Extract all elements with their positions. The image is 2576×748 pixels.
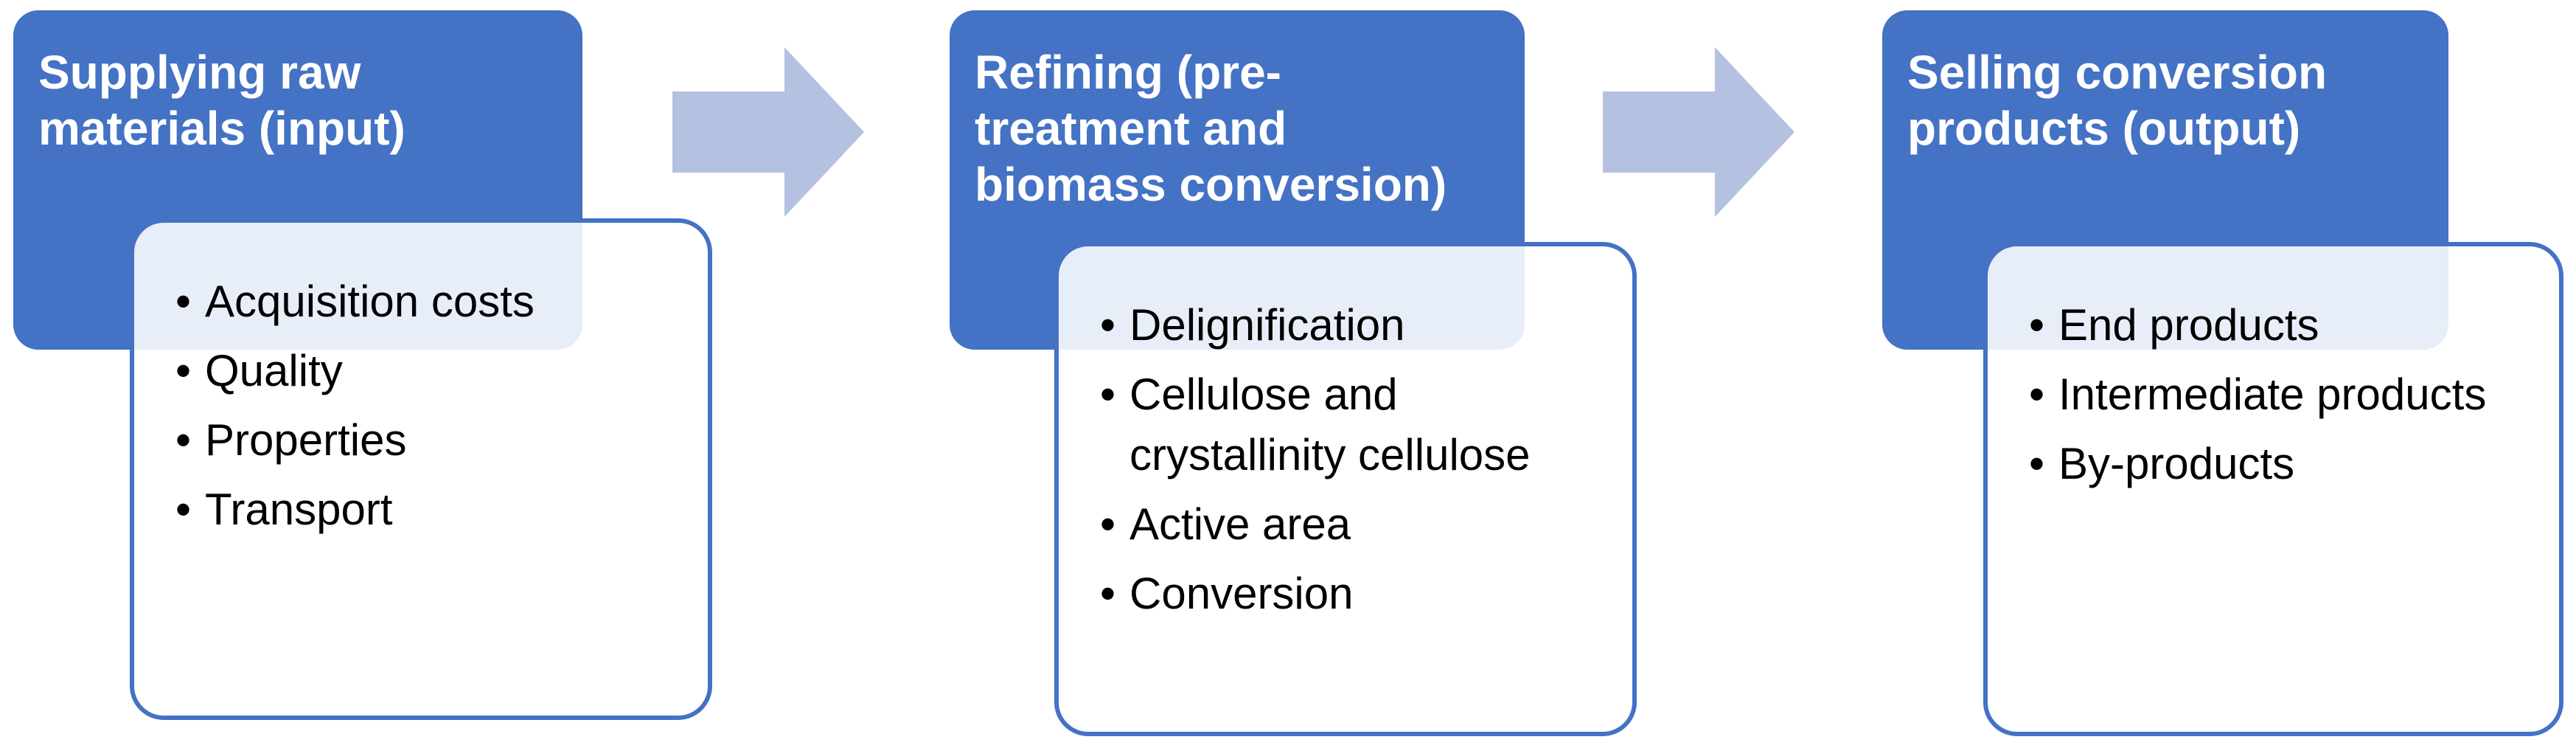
list-item: • Intermediate products xyxy=(2029,360,2537,429)
stage-input-item-list: •Acquisition costs •Quality •Properties … xyxy=(175,267,686,544)
list-item-text: Acquisition costs xyxy=(205,277,535,326)
right-arrow-icon xyxy=(672,47,864,217)
list-item: • By-products xyxy=(2029,429,2537,499)
bullet-icon: • xyxy=(1100,370,1116,419)
stage-refining-title: Refining (pre-treatment and biomass conv… xyxy=(975,46,1447,211)
list-item: • Active area xyxy=(1100,490,1610,559)
list-item-text: Properties xyxy=(205,415,407,465)
stage-refining-details-box: • Delignification • Cellulose and crystall… xyxy=(1054,242,1637,736)
bullet-icon: • xyxy=(1100,569,1116,618)
bullet-icon: • xyxy=(175,415,192,465)
list-item-text: Intermediate products xyxy=(2058,370,2487,419)
list-item-text: Quality xyxy=(205,346,343,395)
list-item-text: Cellulose and crystallinity cellulose xyxy=(1129,370,1531,479)
stage-output-details-box: • End products • Intermediate products • By… xyxy=(1983,242,2563,736)
list-item-text: By-products xyxy=(2058,439,2295,488)
list-item: • End products xyxy=(2029,291,2537,360)
list-item-text: Conversion xyxy=(1129,569,1354,618)
stage-output-item-list: • End products • Intermediate products • By… xyxy=(2029,291,2537,499)
list-item: • Quality xyxy=(175,336,686,406)
stage-output-title: Selling conversion products (output) xyxy=(1907,46,2328,155)
stage-output: Selling conversion products (output) • En… xyxy=(1869,0,2576,748)
list-item: • Transport xyxy=(175,475,686,544)
bullet-icon: • xyxy=(175,485,192,534)
list-item-text: Delignification xyxy=(1129,300,1405,350)
list-item: • Properties xyxy=(175,406,686,475)
bullet-icon: • xyxy=(175,277,192,326)
list-item: • Cellulose and crystallinity cellulose xyxy=(1100,360,1610,490)
list-item: • Acquisition costs xyxy=(175,267,686,336)
bullet-icon: • xyxy=(2029,300,2045,350)
stage-refining-item-list: • Delignification • Cellulose and crystall… xyxy=(1100,291,1610,628)
bullet-icon: • xyxy=(175,346,192,395)
stage-refining: Refining (pre-treatment and biomass conv… xyxy=(936,0,1674,748)
right-arrow-shape xyxy=(672,47,864,217)
bullet-icon: • xyxy=(2029,370,2045,419)
bullet-icon: • xyxy=(2029,439,2045,488)
bullet-icon: • xyxy=(1100,499,1116,549)
stage-input: Supplying raw materials (input) • Acquisi… xyxy=(0,0,737,748)
right-arrow-icon xyxy=(1603,47,1795,217)
stage-input-details-box: •Acquisition costs •Quality •Properties … xyxy=(130,218,712,720)
bullet-icon: • xyxy=(1100,300,1116,350)
list-item-text: Transport xyxy=(205,485,393,534)
list-item-text: Active area xyxy=(1129,499,1351,549)
list-item-text: End products xyxy=(2058,300,2319,350)
list-item: • Conversion xyxy=(1100,559,1610,628)
stage-input-title: Supplying raw materials (input) xyxy=(38,46,405,155)
list-item: • Delignification xyxy=(1100,291,1610,360)
right-arrow-shape xyxy=(1603,47,1795,217)
